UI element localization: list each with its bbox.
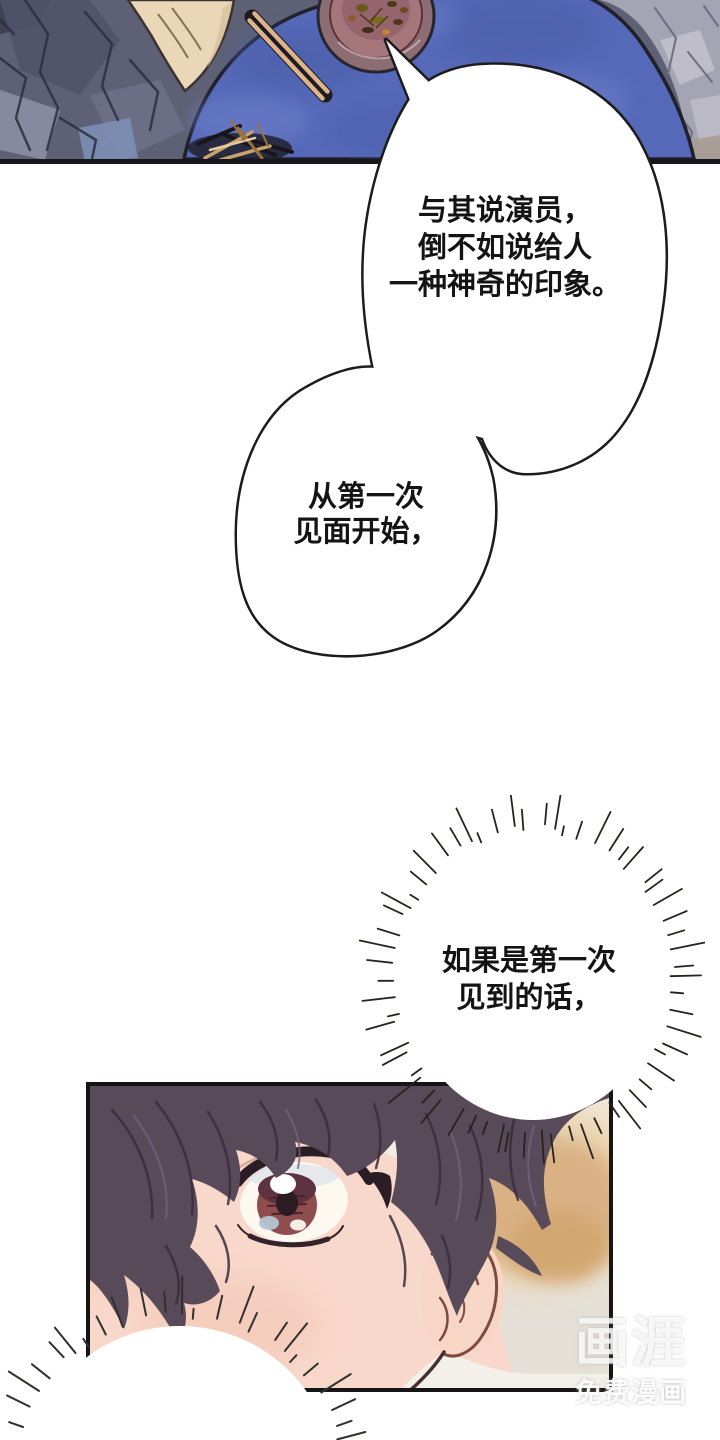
jaw-line — [410, 1350, 446, 1388]
speech-text-1: 与其说演员， 倒不如说给人 一种神奇的印象。 — [389, 193, 621, 304]
watermark-logo: 画涯 — [575, 1313, 687, 1373]
speech-text-3: 如果是第一次 见到的话， — [442, 943, 616, 1017]
comic-panel-face-closeup — [86, 1082, 613, 1392]
watermark: 画涯 免费漫画 — [566, 1314, 696, 1408]
bowl-food-bits — [348, 1, 408, 35]
eye-pupil — [276, 1190, 298, 1216]
speech-line: 从第一次 — [307, 481, 425, 513]
face-closeup-art — [90, 1086, 609, 1388]
speech-line: 见到的话， — [456, 982, 602, 1014]
neck-area — [402, 1350, 609, 1388]
stone-patches-left — [0, 0, 185, 159]
speech-line: 如果是第一次 — [441, 945, 617, 977]
hair-strands-light — [133, 1109, 537, 1221]
speech-line: 倒不如说给人 — [417, 232, 593, 264]
sleeve-folds — [157, 2, 232, 68]
speech-text-2: 从第一次 见面开始， — [293, 480, 438, 550]
scattered-sticks — [188, 119, 294, 159]
hair-spike — [496, 1236, 542, 1276]
lower-lid — [247, 1233, 331, 1248]
speech-line: 见面开始， — [293, 516, 439, 548]
watermark-caption: 免费漫画 — [575, 1378, 687, 1408]
lash-wing — [366, 1171, 392, 1209]
speech-line: 与其说演员， — [417, 195, 593, 227]
hair-strands-dark — [110, 1098, 520, 1306]
chopsticks — [244, 9, 333, 103]
eye-highlight — [270, 1174, 296, 1194]
soup-bowl — [316, 0, 436, 74]
table-scene-art — [0, 0, 720, 159]
stone-patches-right — [660, 30, 720, 159]
comic-panel-table-scene — [0, 0, 720, 164]
eye — [233, 1146, 392, 1248]
speech-line: 一种神奇的印象。 — [388, 269, 622, 301]
